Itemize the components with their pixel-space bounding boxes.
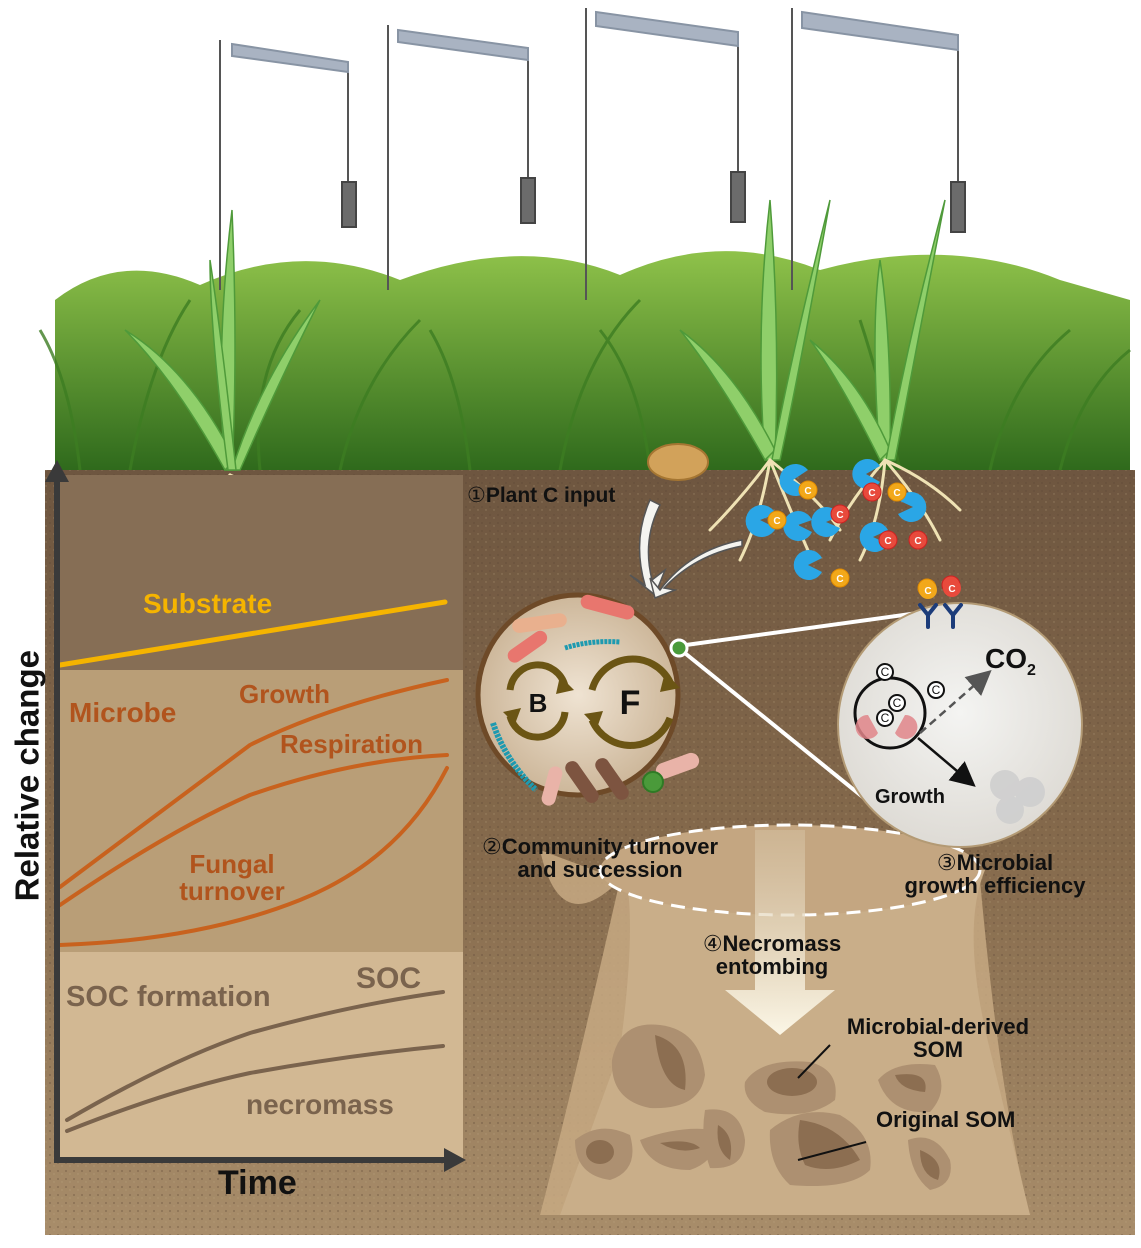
enzyme-group: C C C C C C C C C C (745, 459, 961, 598)
enzyme-pacman-icon (783, 510, 812, 541)
svg-text:C: C (924, 586, 931, 597)
carbon-molecule-icon: C (943, 579, 961, 597)
fungal-turnover-curve (58, 766, 449, 947)
x-axis-arrowhead (444, 1148, 466, 1172)
receptor-icon (918, 603, 963, 629)
panel-substrate (58, 475, 463, 670)
step1-label: ①Plant C input (467, 484, 616, 507)
aggregate-icon (744, 1061, 836, 1115)
substrate-curve (57, 599, 448, 668)
original-som-label: Original SOM (876, 1107, 1016, 1132)
carbon-molecule-icon: C (888, 694, 906, 712)
growth-label: Growth (875, 786, 945, 808)
carbon-molecule-icon: C (887, 482, 907, 502)
y-axis-arrowhead (45, 460, 69, 482)
warming-lamps (219, 8, 966, 300)
carbon-molecule-icon: C (862, 482, 882, 502)
microbial-som-pointer (797, 1044, 831, 1079)
bacteria-label: B (529, 688, 548, 718)
microbe-title: Microbe (69, 697, 177, 728)
warming-lamp-icon (387, 25, 536, 290)
svg-text:C: C (948, 584, 955, 595)
carbon-molecule-icon: C (767, 510, 787, 530)
relative-change-graph (45, 460, 466, 1172)
aggregate-icon (575, 1128, 633, 1180)
warming-lamp-icon (219, 40, 357, 290)
community-circle: B F (475, 592, 700, 806)
carbon-molecule-icon: C (876, 663, 894, 681)
aggregate-icon (878, 1064, 942, 1113)
carbon-molecule-icon: C (919, 581, 937, 599)
rice-plant-icon (124, 209, 321, 472)
svg-text:C: C (881, 665, 890, 679)
entombing-funnel-top (560, 860, 1030, 1215)
svg-text:C: C (804, 486, 811, 497)
x-axis-label: Time (218, 1164, 297, 1202)
svg-text:C: C (914, 536, 921, 547)
microbial-cell-circle: C C C C C C CO2 Growth (837, 579, 1083, 848)
substrate-title: Substrate (143, 588, 273, 619)
som-aggregates (575, 1024, 951, 1190)
enzyme-pacman-icon (745, 505, 776, 537)
aggregate-icon (611, 1024, 705, 1109)
carbon-molecule-icon: C (878, 530, 898, 550)
zoom-connector (684, 610, 926, 817)
enzyme-pacman-icon (898, 492, 927, 523)
aggregate-icon (640, 1128, 716, 1170)
svg-text:C: C (881, 711, 890, 725)
soc-curve-label: SOC (356, 962, 422, 995)
original-som-pointer (797, 1141, 867, 1161)
svg-text:C: C (836, 510, 843, 521)
enzyme-pacman-icon (793, 549, 822, 581)
warming-lamp-icon (585, 8, 746, 300)
respiration-curve (58, 753, 449, 907)
carbon-molecule-icon: C (876, 709, 894, 727)
panel-microbe (58, 670, 463, 952)
rice-plant-icon (679, 199, 831, 462)
svg-text:C: C (893, 488, 900, 499)
co2-label: CO2 (985, 643, 1036, 679)
plant-c-input-arrows (629, 498, 743, 600)
growth-curve-label: Growth (239, 679, 330, 709)
soc-formation-title: SOC formation (66, 981, 271, 1013)
growth-arrow (917, 737, 976, 787)
carbon-molecule-icon: C (798, 480, 818, 500)
aggregate-icon (703, 1109, 745, 1169)
necromass-curve (65, 1044, 445, 1133)
rice-plant-icon (809, 199, 946, 462)
carbon-molecule-icon: C (830, 568, 850, 588)
soc-curve (65, 990, 445, 1122)
growth-curve (58, 678, 449, 889)
entombing-arrow (725, 830, 835, 1035)
straw-residue-icon (647, 443, 709, 481)
enzyme-pacman-icon (852, 459, 880, 490)
svg-text:C: C (836, 574, 843, 585)
curve-layer (57, 599, 449, 1133)
aggregate-icon (908, 1137, 951, 1190)
panel-soc (58, 952, 463, 1160)
respiration-arrow (919, 670, 992, 734)
svg-text:C: C (773, 516, 780, 527)
carbon-molecule-icon: C (908, 530, 928, 550)
necromass-curve-label: necromass (246, 1089, 394, 1120)
svg-text:C: C (868, 488, 875, 499)
y-axis-label: Relative change (8, 650, 46, 902)
svg-text:C: C (893, 696, 902, 710)
svg-text:C: C (884, 536, 891, 547)
warming-lamp-icon (791, 8, 966, 290)
fungi-label: F (620, 684, 641, 722)
bacteria-icon (490, 594, 700, 806)
carbon-molecule-icon: C (830, 504, 850, 524)
svg-text:C: C (932, 683, 941, 697)
carbon-molecule-icon: C (927, 681, 945, 699)
respiration-curve-label: Respiration (280, 729, 424, 759)
new-biomass (990, 770, 1045, 824)
